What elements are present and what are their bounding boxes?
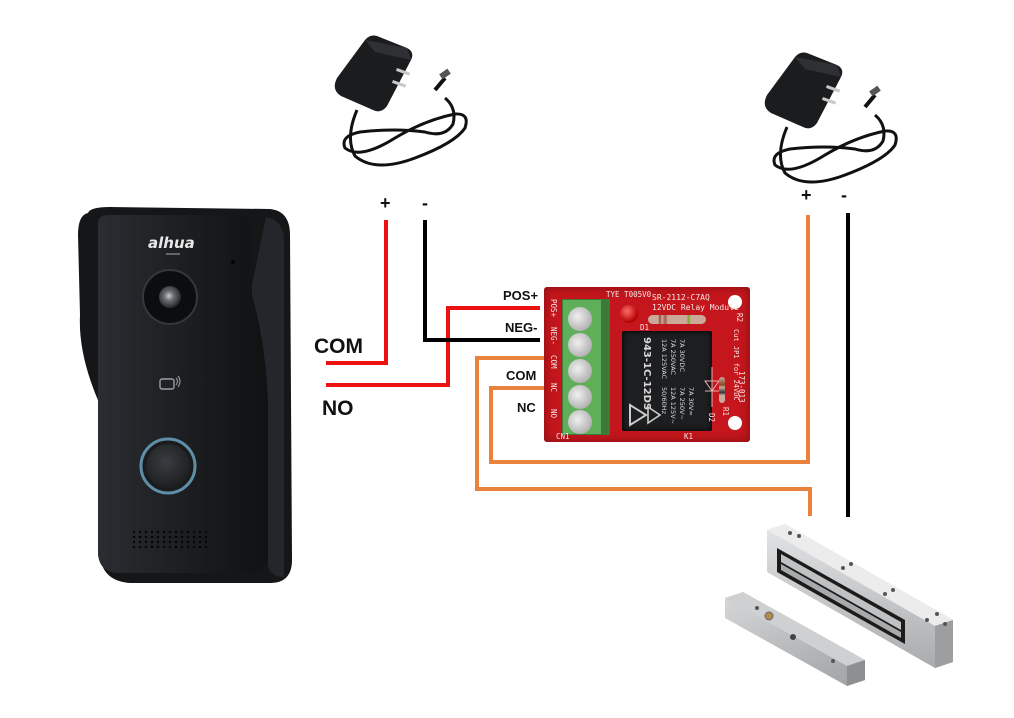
warning-triangle-icon: [629, 403, 648, 427]
wire-doorbell-no-to-relay-pos: [326, 306, 540, 387]
silk-r2: R2: [735, 313, 744, 323]
wire-relay-com-to-lock: [475, 356, 812, 516]
silk-revision: 173-013: [737, 371, 746, 403]
screw-terminal-com: [568, 359, 592, 383]
terminal-silk-labels: POS+ NEG- COM NC NO: [548, 297, 560, 427]
electromagnetic-lock: [725, 524, 953, 686]
relay-nc-label: NC: [517, 400, 536, 415]
card-reader-icon: [159, 375, 181, 390]
silk-no: NO: [549, 409, 558, 419]
diode-d2: [704, 367, 720, 407]
video-doorbell: alhua: [78, 207, 292, 583]
silk-k1: K1: [684, 432, 694, 441]
right-psu-negative-label: -: [841, 185, 847, 205]
silk-cn1: CN1: [556, 432, 570, 441]
silk-d1: D1: [640, 323, 650, 332]
left-psu-negative-label: -: [422, 193, 428, 213]
mounting-hole: [728, 416, 742, 430]
screw-terminal-pos: [568, 307, 592, 331]
power-adapter-left: [334, 35, 468, 167]
relay-rating: 7A 250VAC: [669, 339, 677, 375]
doorbell-com-label: COM: [314, 335, 363, 358]
silk-description: 12VDC Relay Module: [652, 303, 739, 312]
resistor-r1: [719, 377, 725, 403]
power-adapter-right: [764, 52, 898, 184]
wire-relay-nc-to-psu-positive: [489, 215, 810, 464]
relay-rating: 7A 30VDC: [678, 339, 686, 372]
relay-rating: 7A 250V~: [678, 387, 686, 420]
screw-terminal-no: [568, 410, 592, 434]
doorbell-brand-logo: alhua: [148, 234, 195, 252]
relay-rating: 12A 125VAC: [660, 339, 668, 380]
screw-terminal-nc: [568, 385, 592, 409]
silk-com: COM: [549, 355, 558, 369]
screw-terminal-neg: [568, 333, 592, 357]
doorbell-no-label: NO: [322, 397, 354, 420]
silk-nc: NC: [549, 383, 558, 393]
silk-pos: POS+: [549, 299, 558, 318]
relay-pos-label: POS+: [503, 288, 539, 303]
relay-part-number: 943-1C-12DS: [641, 337, 652, 411]
wire-psu-negative-to-relay-neg: [423, 220, 540, 342]
warning-triangle-icon: [647, 405, 662, 425]
silk-r1: R1: [721, 407, 730, 417]
silk-neg: NEG-: [549, 327, 558, 346]
lock-armature-plate: [725, 592, 865, 686]
relay-module: POS+ NEG- COM NC NO TYE T005V0 SR-2112-C…: [544, 287, 750, 442]
relay-com-label: COM: [506, 368, 537, 383]
left-psu-positive-label: +: [380, 193, 391, 213]
led-indicator: [620, 305, 638, 323]
silk-d2: D2: [707, 413, 716, 423]
mounting-hole: [728, 295, 742, 309]
resistor-r2: [648, 315, 706, 324]
speaker-grille: [132, 530, 208, 549]
silk-model: SR-2112-C7AQ: [652, 293, 710, 302]
right-psu-positive-label: +: [801, 185, 812, 205]
relay-rating: 12A 125V~: [669, 387, 677, 425]
relay-rating: 7A 30V=: [687, 387, 695, 416]
relay-k1: 943-1C-12DS 12A 125VAC 7A 250VAC 7A 30VD…: [622, 331, 712, 431]
relay-neg-label: NEG-: [505, 320, 538, 335]
lock-magnet-body: [767, 524, 953, 668]
wire-doorbell-com-to-psu-positive: [326, 220, 388, 365]
silk-part-code: TYE T005V0: [606, 290, 652, 299]
